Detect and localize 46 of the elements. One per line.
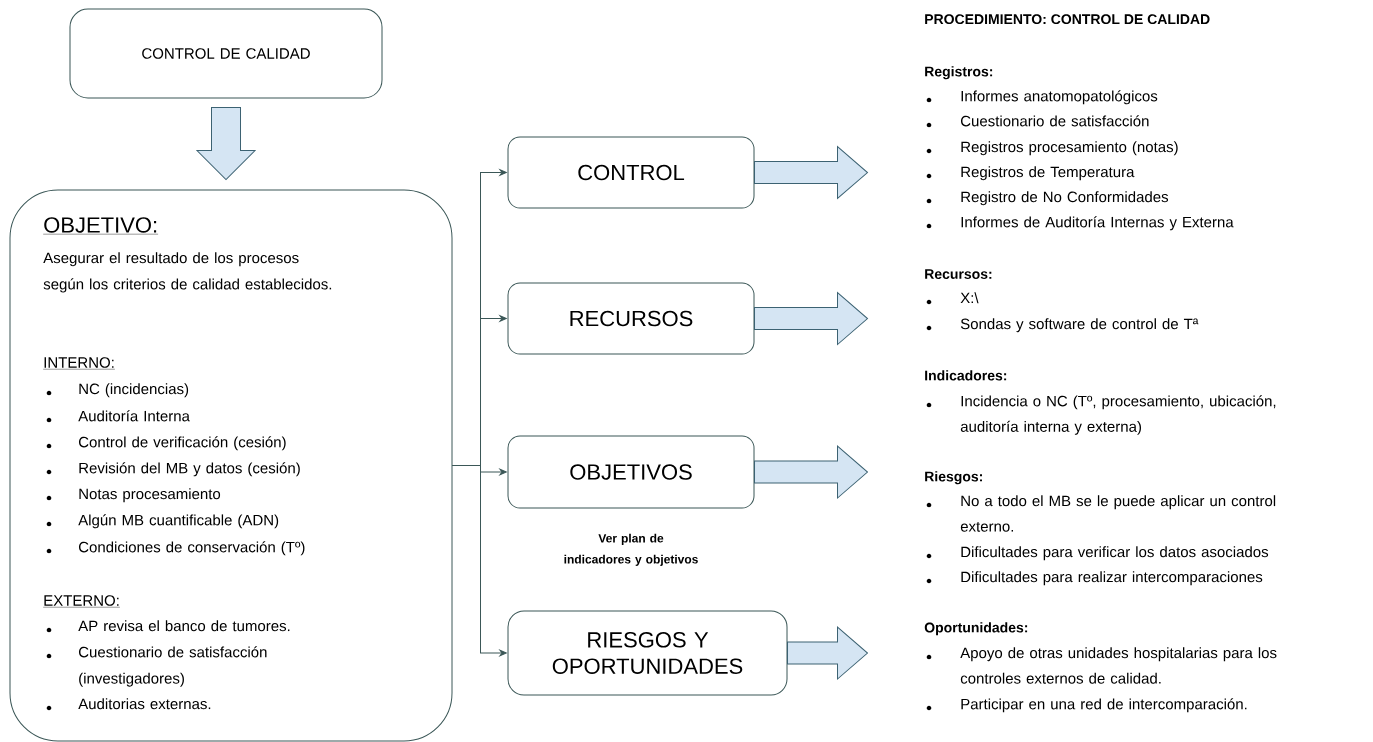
bullet-item: Auditoría Interna	[78, 410, 190, 422]
block-arrow	[196, 107, 256, 180]
bullet-item: X:\	[960, 292, 979, 304]
heading: OBJETIVO:	[43, 217, 159, 235]
bullet-item: Informes de Auditoría Internas y Externa	[961, 216, 1234, 231]
process-box: CONTROL DE CALIDAD	[69, 8, 383, 99]
paragraph: Asegurar el resultado de los procesos según los criterios de calidad establecidos.	[43, 252, 332, 293]
block-arrow	[754, 445, 868, 499]
subheading: Recursos:	[925, 269, 992, 279]
bullet-item: Dificultades para realizar intercomparaciones	[961, 571, 1263, 586]
subheading: Oportunidades:	[924, 622, 1028, 636]
bullet-item: Registros procesamiento (notas)	[961, 141, 1178, 156]
connector-arrow	[452, 465, 507, 657]
note-text: Ver plan de indicadores y objetivos	[564, 533, 698, 566]
subheading: Riesgos:	[925, 471, 982, 485]
bullet-item: Control de verificación (cesión)	[78, 436, 286, 451]
bullet-item: AP revisa el banco de tumores.	[78, 620, 290, 632]
bullet-item: Registros de Temperatura	[961, 166, 1135, 181]
bullet-item: Cuestionario de satisfacción	[961, 115, 1149, 127]
section-title: PROCEDIMIENTO: CONTROL DE CALIDAD	[925, 14, 1210, 25]
bullet-item: Notas procesamiento	[79, 488, 221, 503]
process-box: RECURSOS	[507, 282, 755, 355]
bullet-item: Condiciones de conservación (Tº)	[78, 541, 305, 556]
bullet-item: Participar en una red de intercomparación.	[961, 698, 1247, 713]
subheading: EXTERNO:	[43, 595, 121, 608]
bullet-item: Informes anatomopatológicos	[961, 90, 1158, 105]
subheading: Indicadores:	[925, 370, 1007, 381]
process-box: RIESGOS Y OPORTUNIDADES	[507, 610, 788, 696]
bullet-item: Algún MB cuantificable (ADN)	[78, 514, 279, 529]
bullet-item: Apoyo de otras unidades hospitalarias para los controles externos de calidad.	[960, 647, 1277, 684]
subheading: Registros:	[925, 66, 993, 80]
block-arrow	[787, 626, 868, 680]
block-arrow	[754, 292, 868, 345]
bullet-item: Sondas y software de control de Tª	[960, 318, 1199, 333]
bullet-item: Auditorias externas.	[78, 698, 211, 710]
bullet-item: Revisión del MB y datos (cesión)	[79, 462, 300, 477]
bullet-item: NC (incidencias)	[79, 383, 189, 398]
subheading: INTERNO:	[43, 357, 116, 370]
bullet-item: Dificultades para verificar los datos asociados	[961, 546, 1269, 561]
bullet-item: Registro de No Conformidades	[961, 191, 1169, 206]
bullet-item: Incidencia o NC (Tº, procesamiento, ubicación, auditoría interna y externa)	[960, 395, 1276, 435]
process-box: CONTROL	[507, 136, 755, 209]
process-box: OBJETIVOS	[507, 435, 755, 509]
bullet-item: No a todo el MB se le puede aplicar un control externo.	[960, 495, 1276, 532]
bullet-item: Cuestionario de satisfacción (investigadores)	[78, 646, 267, 687]
block-arrow	[754, 146, 868, 199]
